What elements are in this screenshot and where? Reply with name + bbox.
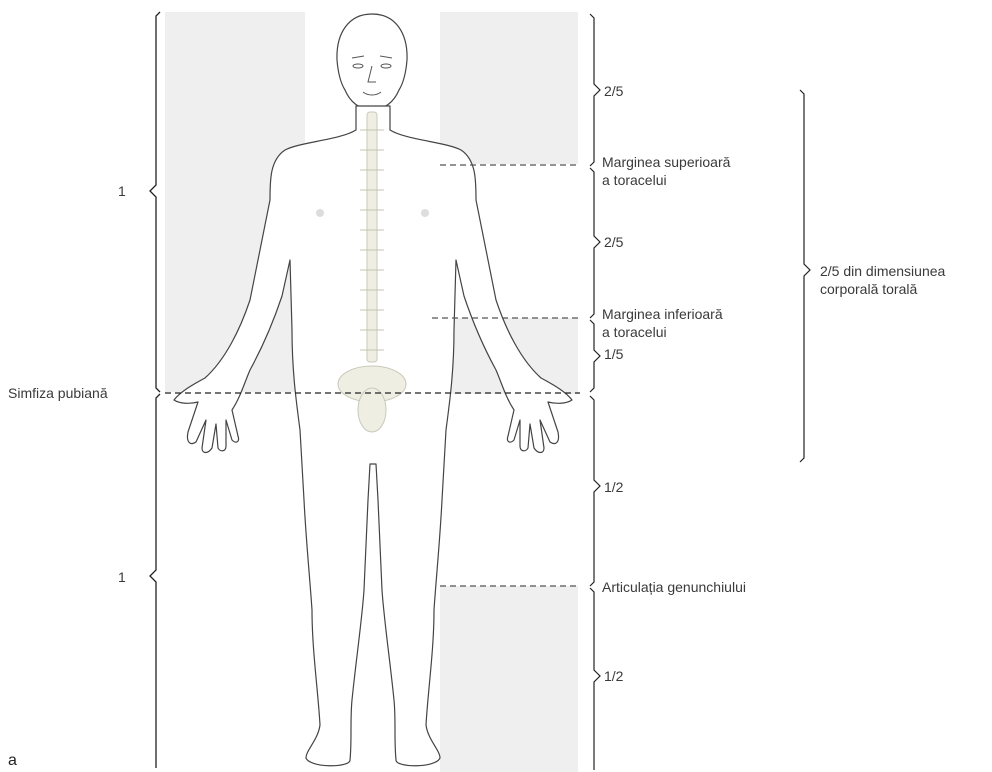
shaded-panel-right-lower xyxy=(440,586,578,772)
trunk-ratio-label: 2/5 din dimensiunea corporală torală xyxy=(820,262,945,298)
trunk-ratio-label-line2: corporală torală xyxy=(820,280,945,298)
brace-leg xyxy=(590,588,600,770)
left-unit-upper-label: 1 xyxy=(118,182,126,200)
thigh-ratio-label: 1/2 xyxy=(604,478,623,496)
upper-thorax-label-line2: a toracelui xyxy=(602,171,730,189)
lower-thorax-label-line2: a toracelui xyxy=(602,323,723,341)
lower-thorax-label-line1: Marginea inferioară xyxy=(602,305,723,323)
lower-thorax-label: Marginea inferioară a toracelui xyxy=(602,305,723,341)
brace-thorax xyxy=(590,168,600,318)
upper-thorax-label: Marginea superioară a toracelui xyxy=(602,153,730,189)
abdomen-ratio-label: 1/5 xyxy=(604,345,623,363)
trunk-ratio-label-line1: 2/5 din dimensiunea xyxy=(820,262,945,280)
brace-thigh xyxy=(590,396,600,586)
brace-trunk xyxy=(800,90,810,462)
head-neck-ratio-label: 2/5 xyxy=(604,82,623,100)
right-braces xyxy=(590,14,810,770)
left-braces xyxy=(150,12,160,768)
upper-thorax-label-line1: Marginea superioară xyxy=(602,153,730,171)
left-brace-lower xyxy=(150,394,160,768)
brace-abdomen xyxy=(590,320,600,392)
left-brace-upper xyxy=(150,12,160,392)
pubic-symphysis-label: Simfiza pubiană xyxy=(8,384,108,402)
left-unit-lower-label: 1 xyxy=(118,568,126,586)
brace-head-neck xyxy=(590,14,600,166)
shaded-panel-right-upper xyxy=(440,12,578,164)
thorax-ratio-label: 2/5 xyxy=(604,233,623,251)
figure-letter: a xyxy=(8,752,17,770)
leg-ratio-label: 1/2 xyxy=(604,667,623,685)
knee-joint-label: Articulația genunchiului xyxy=(602,578,746,596)
